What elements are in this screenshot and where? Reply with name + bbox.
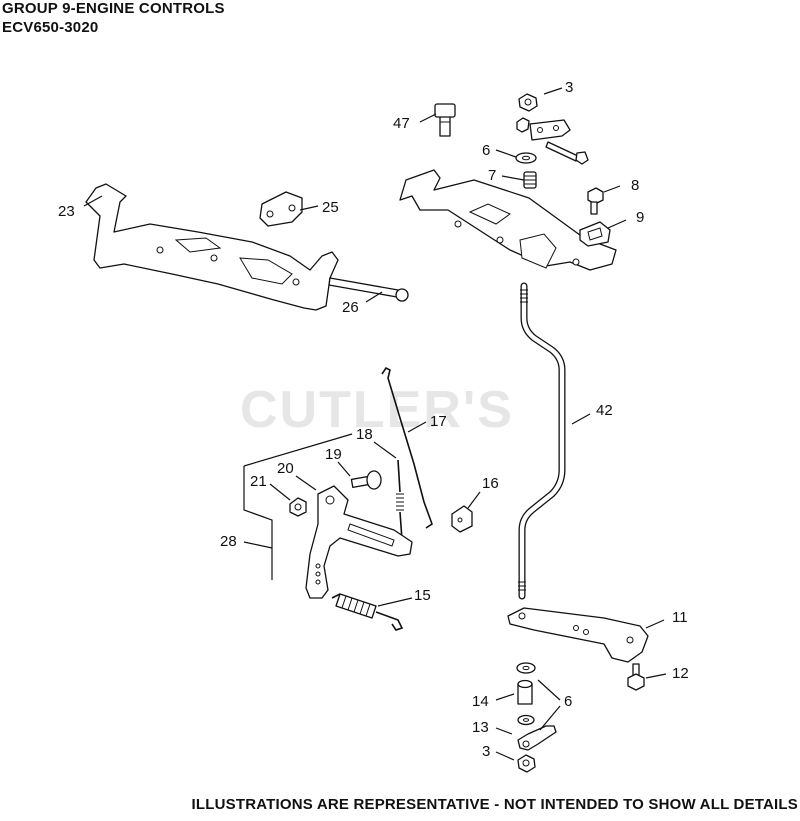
callout-17: 17 bbox=[430, 413, 447, 430]
part-washer-second bbox=[517, 714, 535, 726]
callout-47: 47 bbox=[393, 115, 410, 132]
callout-28: 28 bbox=[220, 533, 237, 550]
callout-20: 20 bbox=[277, 460, 294, 477]
part-26-pin bbox=[328, 277, 409, 302]
part-8-bolt bbox=[587, 187, 604, 215]
callout-26: 26 bbox=[342, 299, 359, 316]
part-14-spacer bbox=[517, 679, 533, 705]
part-18-spring bbox=[396, 459, 404, 541]
part-19-bolt bbox=[350, 470, 382, 490]
part-20-lever bbox=[305, 485, 413, 599]
leader-lines bbox=[83, 87, 667, 761]
part-16-clip bbox=[451, 505, 473, 533]
callout-3-lower: 3 bbox=[482, 743, 490, 760]
callout-labels: 3 47 6 7 8 9 23 25 26 42 17 18 19 20 21 … bbox=[58, 79, 689, 760]
model-number: ECV650-3020 bbox=[2, 19, 99, 36]
callout-21: 21 bbox=[250, 473, 267, 490]
callout-9: 9 bbox=[636, 209, 644, 226]
part-25-latch bbox=[259, 191, 303, 227]
callout-23: 23 bbox=[58, 203, 75, 220]
part-3-nut bbox=[518, 93, 538, 112]
callout-18: 18 bbox=[356, 426, 373, 443]
group-28-bracket bbox=[243, 433, 353, 580]
part-bolt-long bbox=[545, 141, 589, 165]
part-15-spring bbox=[331, 593, 404, 631]
part-11-plate bbox=[507, 607, 649, 663]
part-13-link bbox=[517, 725, 557, 751]
part-23-bracket bbox=[85, 183, 339, 311]
part-21-nut bbox=[289, 497, 307, 517]
part-42-rod bbox=[518, 282, 566, 600]
callout-8: 8 bbox=[631, 177, 639, 194]
part-latch bbox=[529, 119, 571, 141]
part-3-nut-lower bbox=[517, 754, 536, 773]
callout-6-lower: 6 bbox=[564, 693, 572, 710]
part-7-spring bbox=[523, 171, 537, 189]
callout-19: 19 bbox=[325, 446, 342, 463]
callout-7: 7 bbox=[488, 167, 496, 184]
callout-13: 13 bbox=[472, 719, 489, 736]
part-17-wire bbox=[381, 366, 433, 529]
callout-6: 6 bbox=[482, 142, 490, 159]
page-title: GROUP 9-ENGINE CONTROLS bbox=[2, 0, 225, 17]
callout-11: 11 bbox=[672, 609, 688, 626]
callout-16: 16 bbox=[482, 475, 499, 492]
callout-42: 42 bbox=[596, 402, 613, 419]
part-9-clip bbox=[579, 221, 611, 247]
callout-15: 15 bbox=[414, 587, 431, 604]
watermark: CUTLER'S bbox=[240, 381, 514, 439]
part-6-washer bbox=[515, 152, 537, 164]
callout-25: 25 bbox=[322, 199, 339, 216]
disclaimer-footer: ILLUSTRATIONS ARE REPRESENTATIVE - NOT I… bbox=[191, 796, 798, 813]
callout-3: 3 bbox=[565, 79, 573, 96]
part-main-bracket bbox=[399, 169, 617, 271]
part-6-washer-lower bbox=[516, 662, 536, 674]
part-clip bbox=[516, 117, 530, 133]
part-12-bolt bbox=[627, 663, 645, 691]
part-47-bolt bbox=[434, 103, 456, 137]
callout-14: 14 bbox=[472, 693, 489, 710]
callout-12: 12 bbox=[672, 665, 689, 682]
